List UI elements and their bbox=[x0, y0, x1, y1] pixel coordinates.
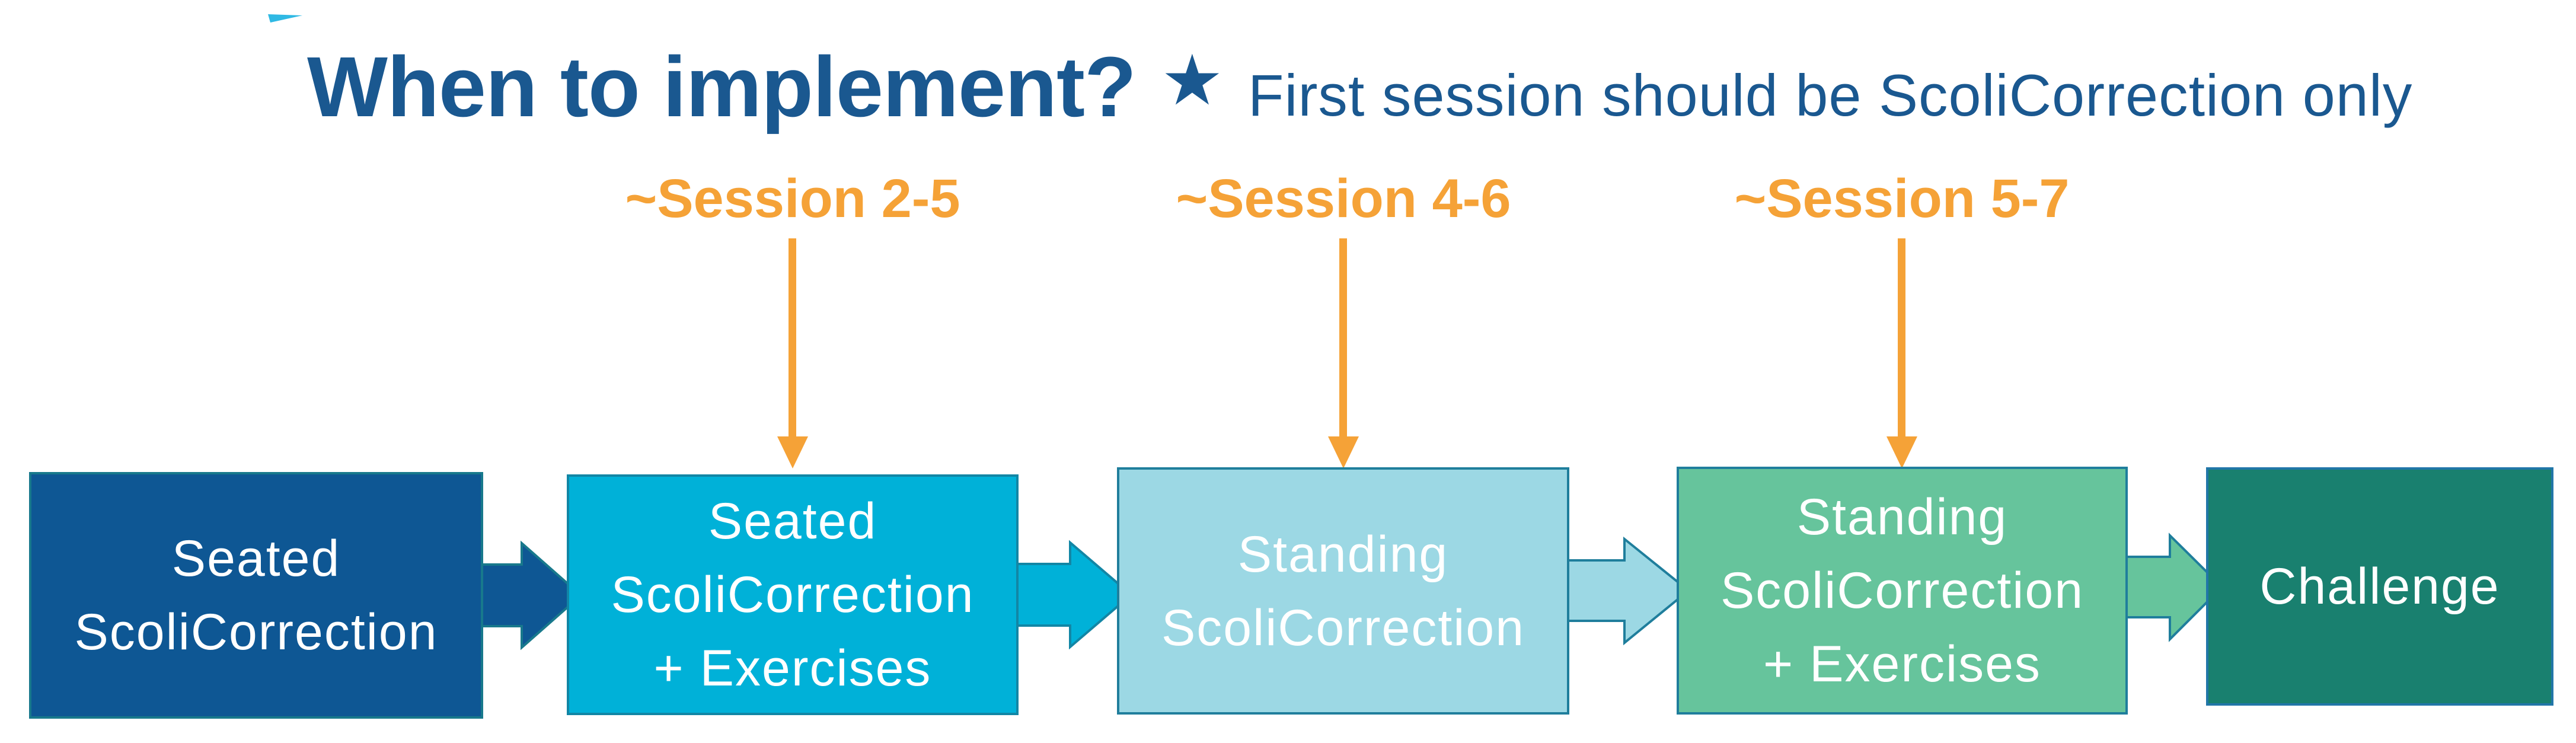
flow-arrow-right-icon-3 bbox=[1565, 536, 1691, 646]
flow-step-seated-scolicorrection-exercises: Seated ScoliCorrection + Exercises bbox=[567, 474, 1019, 715]
flow-step-seated-scolicorrection: Seated ScoliCorrection bbox=[29, 472, 483, 719]
step-text-line: + Exercises bbox=[653, 640, 932, 697]
step-text-line: Standing bbox=[1796, 489, 2008, 546]
session-arrow-down-icon-2 bbox=[1328, 238, 1359, 468]
step-text-line: Seated bbox=[171, 530, 341, 587]
step-text-line: + Exercises bbox=[1763, 636, 2041, 693]
session-arrow-down-icon-3 bbox=[1886, 238, 1917, 468]
session-label-2: ~Session 4-6 bbox=[1176, 168, 1511, 229]
step-text-line: ScoliCorrection bbox=[611, 566, 975, 623]
session-label-1: ~Session 2-5 bbox=[625, 168, 960, 229]
step-text-line: Challenge bbox=[2259, 558, 2500, 615]
star-icon: ★ bbox=[1161, 39, 1224, 121]
flow-step-standing-scolicorrection: Standing ScoliCorrection bbox=[1117, 467, 1569, 715]
header-note: First session should be ScoliCorrection … bbox=[1248, 62, 2413, 128]
page-title: When to implement? bbox=[307, 39, 1137, 135]
step-text-line: Standing bbox=[1237, 525, 1449, 583]
flow-step-challenge: Challenge bbox=[2206, 467, 2553, 706]
session-label-3: ~Session 5-7 bbox=[1734, 168, 2070, 229]
step-text-line: ScoliCorrection bbox=[74, 604, 438, 661]
step-text-line: Seated bbox=[708, 493, 877, 550]
step-text-line: ScoliCorrection bbox=[1720, 562, 2085, 619]
flow-step-standing-scolicorrection-exercises: Standing ScoliCorrection + Exercises bbox=[1677, 467, 2128, 715]
session-arrow-down-icon-1 bbox=[777, 238, 808, 468]
step-text-line: ScoliCorrection bbox=[1161, 599, 1525, 656]
flow-arrow-right-icon-2 bbox=[1014, 540, 1134, 650]
corner-swoosh-icon bbox=[268, 14, 302, 23]
flow-arrow-right-icon-1 bbox=[478, 540, 583, 650]
